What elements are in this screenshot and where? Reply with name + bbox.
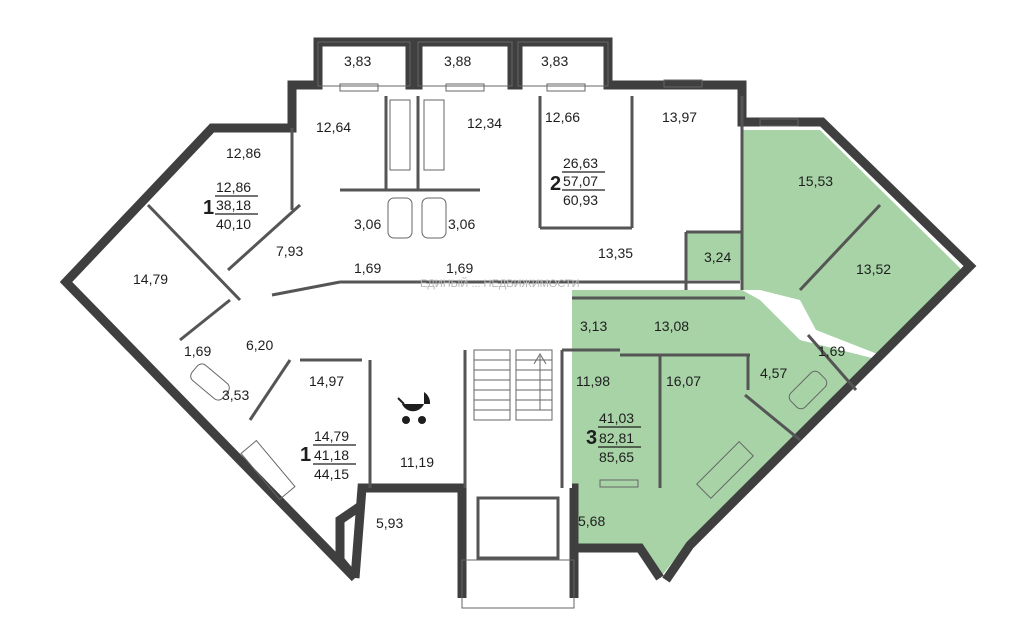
stairs-icon bbox=[473, 349, 553, 421]
top-balconies bbox=[317, 41, 609, 87]
room-area: 12,66 bbox=[545, 109, 580, 125]
room-area: 6,20 bbox=[246, 337, 273, 353]
room-labels: 3,83 3,88 3,83 12,86 12,64 12,34 12,66 1… bbox=[133, 53, 891, 531]
room-area: 5,93 bbox=[376, 515, 403, 531]
room-area: 7,93 bbox=[276, 243, 303, 259]
apartment-3-summary: 1 14,79 41,18 44,15 bbox=[300, 428, 356, 482]
stroller-icon bbox=[397, 392, 431, 424]
room-area: 3,53 bbox=[222, 387, 249, 403]
room-area: 15,53 bbox=[798, 173, 833, 189]
room-area: 14,97 bbox=[309, 373, 344, 389]
svg-text:44,15: 44,15 bbox=[314, 466, 349, 482]
inner-walls bbox=[146, 96, 882, 488]
room-area: 3,06 bbox=[448, 216, 475, 232]
room-area: 3,88 bbox=[444, 53, 471, 69]
svg-text:38,18: 38,18 bbox=[216, 197, 251, 213]
svg-text:82,81: 82,81 bbox=[599, 430, 634, 446]
svg-text:40,10: 40,10 bbox=[216, 216, 251, 232]
room-area: 13,08 bbox=[654, 318, 689, 334]
svg-text:41,18: 41,18 bbox=[314, 447, 349, 463]
svg-text:2: 2 bbox=[550, 173, 561, 195]
svg-text:14,79: 14,79 bbox=[314, 428, 349, 444]
room-area: 1,69 bbox=[354, 260, 381, 276]
apartment-4-summary: 3 41,03 82,81 85,65 bbox=[586, 410, 641, 465]
room-area: 1,69 bbox=[446, 260, 473, 276]
room-area: 1,69 bbox=[184, 343, 211, 359]
room-area: 4,57 bbox=[760, 365, 787, 381]
svg-text:3: 3 bbox=[586, 427, 597, 449]
svg-text:26,63: 26,63 bbox=[563, 155, 598, 171]
room-area: 14,79 bbox=[133, 271, 168, 287]
bathroom-fixtures bbox=[190, 99, 828, 501]
room-area: 16,07 bbox=[666, 373, 701, 389]
svg-text:60,93: 60,93 bbox=[563, 192, 598, 208]
apartment-2-summary: 2 26,63 57,07 60,93 bbox=[550, 155, 605, 208]
room-area: 1,69 bbox=[818, 343, 845, 359]
room-area: 3,83 bbox=[344, 53, 371, 69]
watermark: ЕДИНЫЙ ... НЕДВИЖИМОСТИ bbox=[420, 277, 580, 290]
svg-text:57,07: 57,07 bbox=[563, 173, 598, 189]
room-area: 3,06 bbox=[354, 216, 381, 232]
room-area: 3,24 bbox=[704, 249, 731, 265]
room-area: 3,13 bbox=[580, 318, 607, 334]
entrance-porch bbox=[461, 496, 575, 609]
svg-text:1: 1 bbox=[203, 197, 214, 219]
room-area: 13,52 bbox=[856, 261, 891, 277]
apartment-1-summary: 1 12,86 38,18 40,10 bbox=[203, 179, 258, 232]
svg-text:1: 1 bbox=[300, 444, 311, 466]
room-area: 12,34 bbox=[467, 115, 502, 131]
room-area: 5,68 bbox=[578, 513, 605, 529]
room-area: 11,98 bbox=[576, 373, 610, 389]
room-area: 11,19 bbox=[400, 454, 434, 470]
svg-text:12,86: 12,86 bbox=[216, 179, 251, 195]
room-area: 3,83 bbox=[541, 53, 568, 69]
room-area: 13,35 bbox=[598, 245, 633, 261]
svg-text:41,03: 41,03 bbox=[599, 410, 634, 426]
windows bbox=[339, 79, 799, 488]
svg-text:85,65: 85,65 bbox=[599, 449, 634, 465]
room-area: 12,64 bbox=[316, 119, 351, 135]
room-area: 13,97 bbox=[662, 109, 697, 125]
room-area: 12,86 bbox=[226, 145, 261, 161]
